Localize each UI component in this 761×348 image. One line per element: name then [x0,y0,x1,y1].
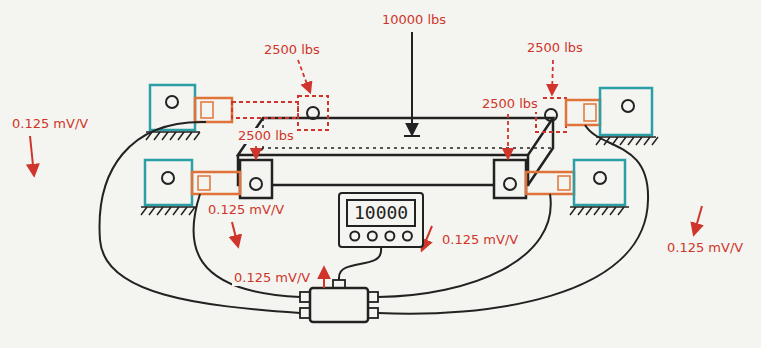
digital-display: 10000 [338,192,424,248]
load-label: 2500 lbs [236,128,296,144]
mount-tab [494,160,526,198]
load-cell-flange [198,176,210,190]
bolt-hole [166,96,178,108]
load-cell [566,100,600,125]
bolt-hole [594,172,606,184]
ground-hatch [141,207,196,215]
mount-tab [536,98,566,132]
anchor-block [574,160,625,205]
bolt-hole [545,109,557,121]
cable-gland [300,308,310,318]
cable-gland [368,308,378,318]
display-button [403,232,412,241]
load-cell [526,172,574,194]
anchor-block [600,88,652,135]
load-arrow [411,32,413,134]
signal-arrow [30,136,34,175]
load-label: 2500 lbs [262,42,322,58]
load-point [404,135,420,137]
load-arrow [552,60,553,94]
total-load-label: 10000 lbs [380,12,448,28]
load-label: 2500 lbs [525,40,585,56]
load-cell-flange [584,104,596,121]
cable-gland [333,280,345,288]
signal-arrow [232,222,238,246]
signal-label: 0.125 mV/V [665,240,745,256]
anchor-block [145,160,192,205]
signal-wire [339,248,381,280]
bolt-hole [250,178,262,190]
display-button [385,232,394,241]
load-cell-flange [201,102,213,118]
load-cell [192,172,240,194]
cable-gland [300,292,310,302]
signal-label: 0.125 mV/V [206,202,286,218]
signal-label: 0.125 mV/V [232,270,312,286]
signal-label: 0.125 mV/V [10,116,90,132]
display-readout: 10000 [346,199,416,227]
load-cell [195,98,232,122]
bolt-hole [162,172,174,184]
load-cell-flange [558,176,570,190]
junction-box [310,288,368,322]
platform-front [238,155,528,185]
hidden-load-cell [232,102,298,118]
display-buttons [346,229,416,243]
display-button [368,232,377,241]
mount-tab [240,160,272,198]
signal-arrow [323,268,325,288]
load-arrow [507,114,509,158]
bolt-hole [307,107,319,119]
bolt-hole [622,100,634,112]
mount-tab [298,96,328,130]
ground-hatch [570,207,629,215]
signal-label: 0.125 mV/V [440,232,520,248]
platform-side [528,118,553,185]
signal-arrow [694,206,702,234]
load-arrow [255,146,257,158]
load-label: 2500 lbs [480,96,540,112]
display-button [350,232,359,241]
bolt-hole [504,178,516,190]
load-arrow [298,60,310,92]
cable-gland [368,292,378,302]
ground-hatch [146,132,200,140]
